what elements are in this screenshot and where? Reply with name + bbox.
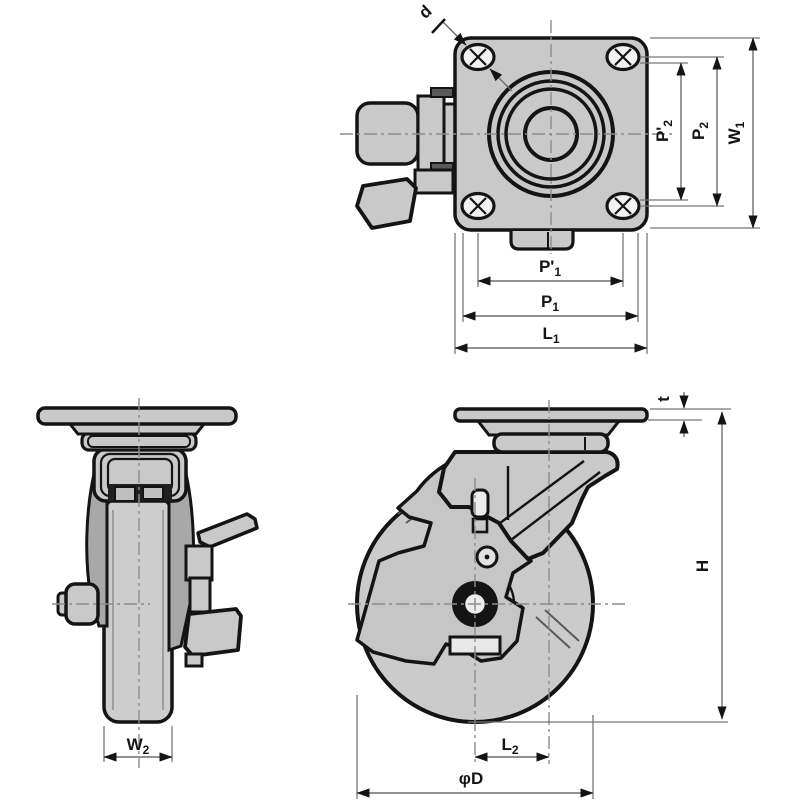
mounting-plate-edge-side (453, 407, 649, 423)
bearing-detail-right (142, 486, 164, 500)
brake-pivot-center (484, 554, 490, 560)
bolt-hole-top-right (605, 42, 641, 72)
dim-label-phi-d: φD (459, 769, 483, 788)
top-view (340, 20, 672, 254)
dim-label-w2: W2 (127, 735, 150, 757)
brake-linkage-upper (184, 544, 214, 582)
side-view: t H L2 φD (348, 392, 731, 799)
dim-h: H (693, 411, 727, 720)
dim-label-p2-prime: P'2 (653, 120, 675, 142)
bolt-hole-bottom-left (460, 191, 496, 221)
fork-edge-lines (499, 460, 601, 541)
brake-pedal-front-view (183, 607, 243, 658)
dim-p2: P2 (689, 56, 722, 207)
brake-foot (184, 652, 204, 668)
dim-label-h: H (693, 560, 712, 572)
brake-pin-block (471, 517, 489, 534)
bracket-tab-top (430, 87, 454, 98)
dim-l1: L1 (454, 324, 648, 353)
dim-p1-prime: P'1 (477, 257, 624, 286)
top-view-wheel-assembly (355, 87, 460, 230)
dim-label-t: t (654, 396, 673, 402)
fork-side-view (437, 450, 620, 561)
dim-label-p1: P1 (541, 292, 559, 314)
dim-label-p1-prime: P'1 (539, 257, 561, 279)
brake-pedal-top-view (355, 177, 418, 230)
dim-label-l1: L1 (542, 324, 559, 346)
bearing-detail-left (114, 486, 136, 502)
dim-p2-prime: P'2 (653, 62, 686, 201)
plate-bottom-tab (509, 231, 575, 251)
dim-l2: L2 (474, 735, 550, 762)
dim-label-p2: P2 (689, 122, 711, 140)
dim-label-w1: W1 (725, 121, 747, 144)
mounting-plate-edge (36, 406, 238, 426)
dim-label-l2: L2 (501, 735, 518, 757)
dim-p1: P1 (462, 292, 639, 321)
brake-pin-slot (470, 488, 490, 519)
bolt-hole-top-left (460, 42, 496, 72)
brake-arm-top-view (413, 168, 455, 195)
brake-linkage-lower (188, 576, 212, 614)
dim-phi-d: φD (356, 695, 594, 799)
dim-w1: W1 (725, 37, 758, 229)
wheel-front-view (102, 496, 174, 724)
bolt-hole-bottom-right (605, 191, 641, 221)
brake-lever-handle (196, 512, 259, 549)
top-view-dimensions: d P'1 P1 L1 P'2 (415, 1, 760, 354)
swivel-housing-side (492, 432, 610, 454)
dim-w2: W2 (103, 726, 173, 762)
dim-label-d: d (415, 1, 435, 22)
dim-t: t (648, 392, 731, 437)
front-view: W2 (36, 398, 259, 768)
